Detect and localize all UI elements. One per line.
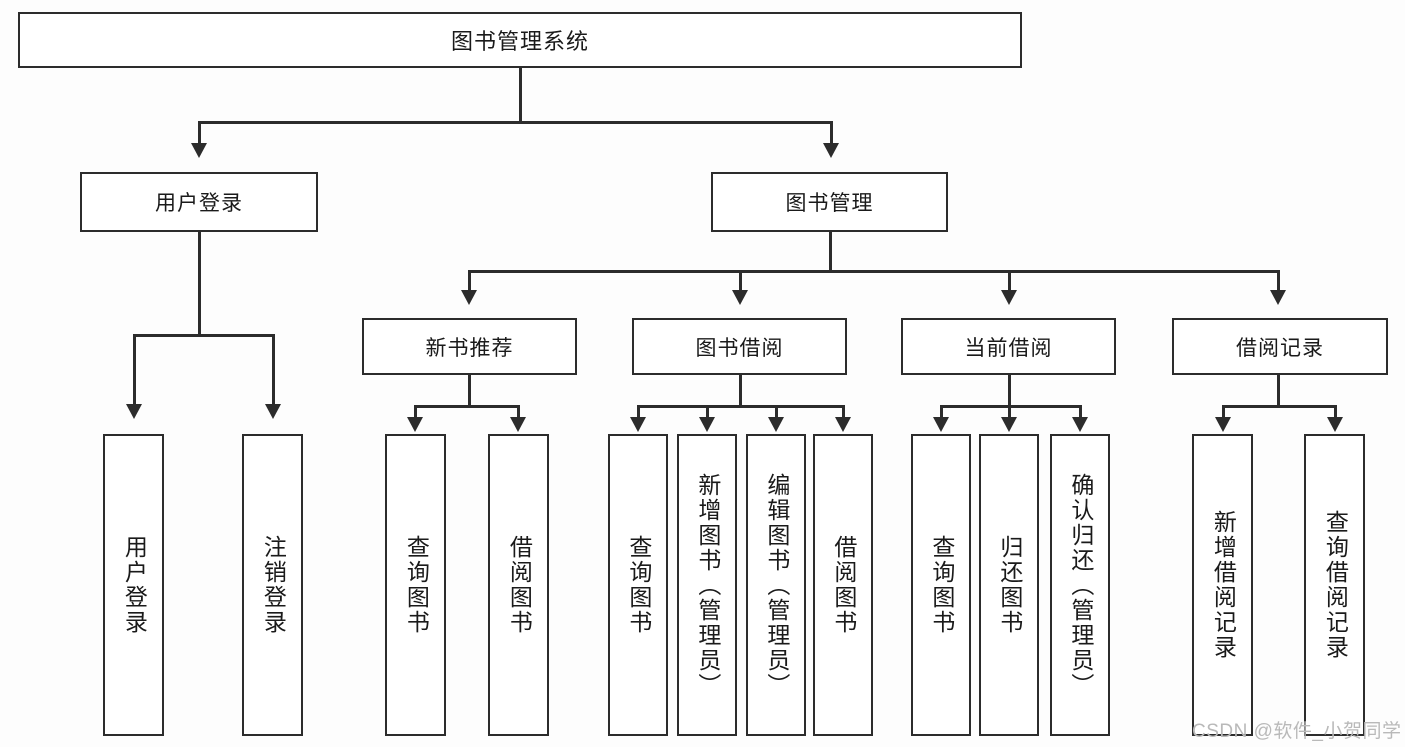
connector-drop-leaf-query-book-2 [637, 405, 640, 419]
connector-new-book-recommend-bus [414, 405, 519, 408]
node-label: 图书管理 [785, 192, 874, 215]
arrowhead-leaf-add-book [699, 417, 715, 432]
node-book-management[interactable]: 图书管理 [711, 172, 948, 232]
arrowhead-leaf-query-book-1 [407, 417, 423, 432]
node-label: 注销登录 [260, 535, 287, 635]
leaf-query-record[interactable]: 查询借阅记录 [1304, 434, 1365, 736]
node-borrow-record[interactable]: 借阅记录 [1172, 318, 1388, 375]
connector-new-book-recommend-stem [468, 375, 471, 407]
connector-drop-leaf-query-record [1334, 405, 1337, 419]
arrowhead-leaf-return-book [1001, 417, 1017, 432]
node-label: 图书管理系统 [450, 29, 589, 54]
connector-book-borrow-bus [637, 405, 844, 408]
arrowhead-new-book-recommend [461, 290, 477, 305]
node-new-book-recommend[interactable]: 新书推荐 [362, 318, 577, 375]
arrowhead-leaf-user-logout [265, 404, 281, 419]
arrowhead-current-borrow [1001, 290, 1017, 305]
leaf-query-book-2[interactable]: 查询图书 [608, 434, 668, 736]
node-label: 归还图书 [996, 535, 1023, 635]
node-label: 图书借阅 [695, 336, 784, 360]
leaf-confirm-return[interactable]: 确认归还（管理员） [1050, 434, 1110, 736]
node-label: 借阅记录 [1236, 336, 1324, 360]
connector-drop-leaf-borrow-book-1 [517, 405, 520, 419]
node-current-borrow[interactable]: 当前借阅 [901, 318, 1116, 375]
node-user-login[interactable]: 用户登录 [80, 172, 318, 232]
leaf-borrow-book-1[interactable]: 借阅图书 [488, 434, 549, 736]
arrowhead-leaf-borrow-book-2 [835, 417, 851, 432]
node-label: 查询图书 [928, 535, 955, 635]
arrowhead-book-management [823, 143, 839, 158]
connector-drop-leaf-add-record [1222, 405, 1225, 419]
node-label: 用户登录 [121, 535, 148, 635]
node-label: 查询图书 [625, 535, 652, 635]
connector-level3-bus [468, 270, 1279, 273]
leaf-add-record[interactable]: 新增借阅记录 [1192, 434, 1253, 736]
connector-current-borrow-stem [1008, 375, 1011, 407]
arrowhead-book-borrow [732, 290, 748, 305]
connector-book-borrow-stem [739, 375, 742, 407]
connector-drop-book-management [830, 121, 833, 145]
node-label: 用户登录 [155, 192, 243, 215]
connector-borrow-record-stem [1277, 375, 1280, 407]
node-label: 编辑图书（管理员） [763, 472, 790, 698]
leaf-query-book-3[interactable]: 查询图书 [911, 434, 971, 736]
leaf-edit-book[interactable]: 编辑图书（管理员） [746, 434, 806, 736]
arrowhead-leaf-edit-book [768, 417, 784, 432]
arrowhead-leaf-query-book-3 [933, 417, 949, 432]
connector-book-management-stem [829, 232, 832, 272]
connector-user-login-stem [198, 232, 201, 336]
leaf-return-book[interactable]: 归还图书 [979, 434, 1039, 736]
arrowhead-leaf-borrow-book-1 [510, 417, 526, 432]
connector-drop-book-borrow [739, 270, 742, 292]
node-label: 当前借阅 [964, 336, 1053, 360]
arrowhead-leaf-query-record [1327, 417, 1343, 432]
connector-drop-user-login [198, 121, 201, 145]
leaf-user-login[interactable]: 用户登录 [103, 434, 164, 736]
node-label: 新书推荐 [425, 336, 514, 360]
connector-drop-leaf-user-logout [272, 334, 275, 406]
node-label: 借阅图书 [830, 535, 857, 635]
arrowhead-borrow-record [1270, 290, 1286, 305]
connector-drop-leaf-edit-book [775, 405, 778, 419]
connector-drop-current-borrow [1008, 270, 1011, 292]
connector-drop-leaf-query-book-1 [414, 405, 417, 419]
node-label: 查询图书 [403, 535, 430, 635]
leaf-borrow-book-2[interactable]: 借阅图书 [813, 434, 873, 736]
connector-drop-leaf-add-book [706, 405, 709, 419]
connector-user-login-bus [133, 334, 274, 337]
arrowhead-user-login [191, 143, 207, 158]
connector-borrow-record-bus [1222, 405, 1336, 408]
arrowhead-leaf-query-book-2 [630, 417, 646, 432]
connector-drop-leaf-user-login [133, 334, 136, 406]
arrowhead-leaf-user-login [126, 404, 142, 419]
connector-level2-bus [198, 121, 832, 124]
arrowhead-leaf-add-record [1215, 417, 1231, 432]
node-label: 新增借阅记录 [1210, 510, 1237, 660]
connector-current-borrow-bus [940, 405, 1081, 408]
arrowhead-leaf-confirm-return [1072, 417, 1088, 432]
connector-drop-leaf-confirm-return [1079, 405, 1082, 419]
connector-drop-leaf-return-book [1008, 405, 1011, 419]
node-label: 借阅图书 [506, 535, 533, 635]
node-label: 查询借阅记录 [1322, 510, 1349, 660]
connector-drop-leaf-borrow-book-2 [842, 405, 845, 419]
leaf-query-book-1[interactable]: 查询图书 [385, 434, 446, 736]
node-root-library-system[interactable]: 图书管理系统 [18, 12, 1022, 68]
connector-drop-leaf-query-book-3 [940, 405, 943, 419]
leaf-add-book[interactable]: 新增图书（管理员） [677, 434, 737, 736]
connector-drop-new-book-recommend [468, 270, 471, 292]
connector-drop-borrow-record [1277, 270, 1280, 292]
node-label: 确认归还（管理员） [1067, 472, 1094, 698]
leaf-user-logout[interactable]: 注销登录 [242, 434, 303, 736]
connector-root-stem [519, 68, 522, 123]
node-label: 新增图书（管理员） [694, 472, 721, 698]
node-book-borrow[interactable]: 图书借阅 [632, 318, 847, 375]
